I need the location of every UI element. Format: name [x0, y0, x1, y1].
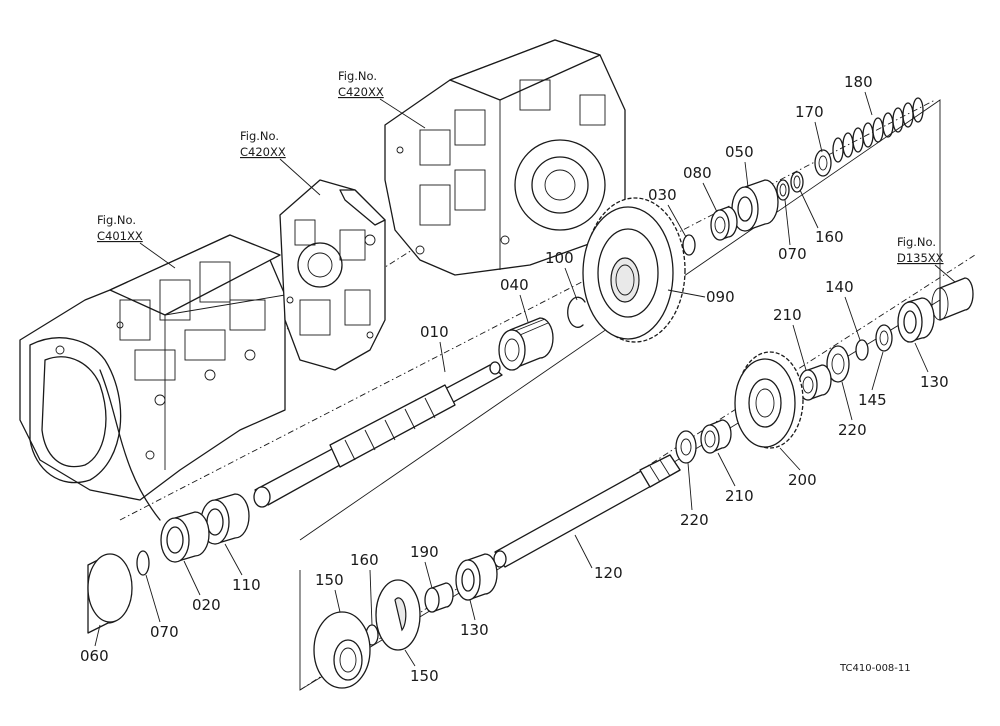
- label-020: 020: [192, 596, 221, 614]
- part-040-splined-hub: [498, 317, 554, 371]
- label-145: 145: [858, 391, 887, 409]
- label-090: 090: [706, 288, 735, 306]
- part-220-thrust-washer-lower: [675, 430, 697, 464]
- part-130-bearing-lower: [455, 553, 498, 601]
- part-200-gear: [734, 351, 804, 449]
- part-130-bearing-right: [897, 297, 935, 343]
- figure-ref-c420-mid: Fig.No. C420XX: [240, 129, 321, 196]
- part-120-countershaft: [493, 454, 681, 568]
- label-010: 010: [420, 323, 449, 341]
- part-220-thrust-washer: [826, 345, 850, 383]
- label-140: 140: [825, 278, 854, 296]
- figure-ref-code: D135XX: [897, 251, 944, 265]
- label-150-lower: 150: [410, 667, 439, 685]
- label-200: 200: [788, 471, 817, 489]
- label-170: 170: [795, 103, 824, 121]
- upper-shaft-axis: [119, 99, 936, 521]
- part-170-washer: [814, 149, 832, 177]
- label-050: 050: [725, 143, 754, 161]
- part-140-circlip: [855, 339, 869, 361]
- part-145-washer: [875, 324, 893, 352]
- part-150-coupler: [375, 579, 421, 651]
- part-060-cap: [87, 553, 133, 634]
- label-220: 220: [838, 421, 867, 439]
- figure-ref-c401: Fig.No. C401XX: [97, 213, 176, 269]
- label-210: 210: [773, 306, 802, 324]
- label-130: 130: [920, 373, 949, 391]
- part-070-circlip-left: [136, 550, 150, 576]
- part-150-flange: [313, 611, 371, 689]
- label-070-left: 070: [150, 623, 179, 641]
- d135-sleeve: [931, 277, 974, 321]
- part-160-circlip: [790, 171, 804, 193]
- figure-ref-label: Fig.No.: [97, 213, 136, 227]
- label-100: 100: [545, 249, 574, 267]
- label-220-lower: 220: [680, 511, 709, 529]
- figure-ref-code: C401XX: [97, 229, 143, 243]
- part-210-needle-bearing-lower: [700, 419, 732, 454]
- part-090-large-gear: [582, 197, 686, 343]
- mid-case-plate: [279, 179, 386, 371]
- drawing-code: TC410-008-11: [839, 663, 911, 674]
- part-100-snap-ring: [567, 296, 586, 328]
- front-case-housing: [19, 234, 286, 521]
- part-020-bearing: [160, 511, 210, 563]
- figure-ref-label: Fig.No.: [897, 235, 936, 249]
- part-180-spring: [832, 97, 924, 163]
- label-210-lower: 210: [725, 487, 754, 505]
- figure-ref-code: C420XX: [338, 85, 384, 99]
- part-010-main-shaft: [253, 361, 503, 508]
- label-180: 180: [844, 73, 873, 91]
- label-110: 110: [232, 576, 261, 594]
- label-070: 070: [778, 245, 807, 263]
- figure-ref-label: Fig.No.: [240, 129, 279, 143]
- label-120: 120: [594, 564, 623, 582]
- label-150: 150: [315, 571, 344, 589]
- label-030: 030: [648, 186, 677, 204]
- rear-case-housing: [384, 39, 626, 276]
- figure-ref-code: C420XX: [240, 145, 286, 159]
- figure-ref-label: Fig.No.: [338, 69, 377, 83]
- label-160: 160: [815, 228, 844, 246]
- figure-ref-d135: Fig.No. D135XX: [897, 235, 956, 283]
- part-030-ring: [682, 234, 696, 256]
- label-060: 060: [80, 647, 109, 665]
- label-080: 080: [683, 164, 712, 182]
- part-labels: 180 170 050 080 030 160 070 100 040 090 …: [80, 73, 949, 685]
- figure-ref-c420-top: Fig.No. C420XX: [338, 69, 426, 129]
- label-160-lower: 160: [350, 551, 379, 569]
- label-040: 040: [500, 276, 529, 294]
- part-050-bearing: [731, 179, 779, 232]
- label-130-lower: 130: [460, 621, 489, 639]
- part-070-circlip: [776, 179, 790, 201]
- part-210-needle-bearing: [798, 364, 832, 401]
- part-190-collar: [424, 582, 454, 613]
- label-190: 190: [410, 543, 439, 561]
- part-080-collar: [710, 206, 738, 241]
